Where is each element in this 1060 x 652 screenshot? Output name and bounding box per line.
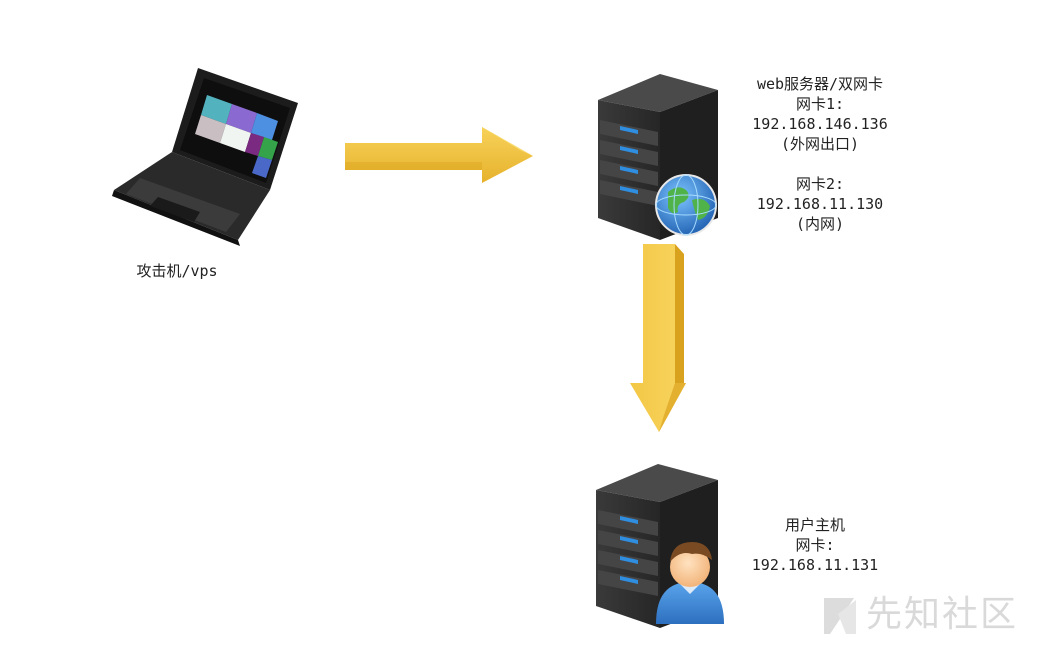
attacker-label: 攻击机/vps xyxy=(136,262,218,280)
laptop-icon xyxy=(112,68,298,246)
user-nic-label: 网卡: xyxy=(795,536,835,554)
user-icon xyxy=(656,542,724,624)
nic2-label: 网卡2: xyxy=(795,175,845,193)
down-arrow xyxy=(630,244,686,432)
watermark-logo-icon xyxy=(824,598,856,634)
watermark-text: 先知社区 xyxy=(866,594,1019,635)
nic2-note: (内网) xyxy=(795,215,845,233)
user-host-label: 用户主机网卡: 192.168.11.131 xyxy=(740,515,890,575)
globe-icon xyxy=(655,174,717,236)
right-arrow xyxy=(345,127,533,183)
nic2-ip: 192.168.11.130 xyxy=(756,195,884,213)
nic1-label: 网卡1: xyxy=(795,95,845,113)
user-host-title: 用户主机 xyxy=(784,516,845,534)
watermark: 先知社区 xyxy=(820,590,1050,640)
user-nic-ip: 192.168.11.131 xyxy=(751,556,879,574)
web-server-title: web服务器/双网卡 xyxy=(756,75,884,93)
web-server-label: web服务器/双网卡网卡1: 192.168.146.136 (外网出口) 网卡2: 1… xyxy=(735,74,905,234)
nic1-note: (外网出口) xyxy=(780,135,860,153)
nic1-ip: 192.168.146.136 xyxy=(752,115,888,133)
